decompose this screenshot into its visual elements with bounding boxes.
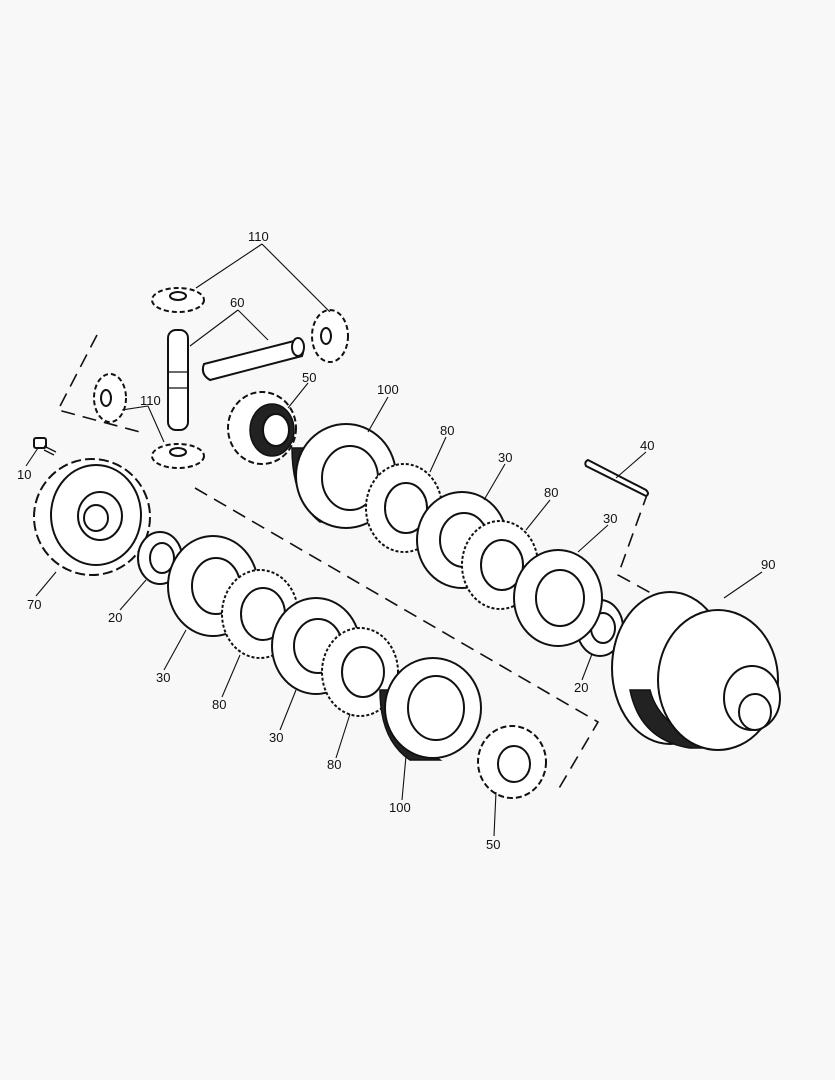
side-gear-50-lower [477, 725, 547, 799]
callout-100-lower: 100 [389, 800, 411, 815]
callout-70: 70 [27, 597, 41, 612]
callout-80-upper-2: 80 [544, 485, 558, 500]
callout-60: 60 [230, 295, 244, 310]
plate-30-upper-2 [513, 549, 603, 647]
callout-40: 40 [640, 438, 654, 453]
callout-20-left: 20 [108, 610, 122, 625]
callout-80-lower-2: 80 [327, 757, 341, 772]
housing-gear-70 [33, 458, 151, 576]
callout-50-upper: 50 [302, 370, 316, 385]
differential-case-90 [611, 591, 781, 751]
assembly-boundary-right [617, 491, 661, 599]
callout-110-left: 110 [140, 393, 161, 408]
assembly-boundary-upper [56, 334, 141, 433]
callout-80-lower-1: 80 [212, 697, 226, 712]
pinion-gear-110-bottom [151, 443, 205, 469]
side-gear-50-upper [227, 391, 297, 465]
callout-20-right: 20 [574, 680, 588, 695]
callout-30-lower-1: 30 [156, 670, 170, 685]
cross-shaft-60-horizontal [201, 337, 305, 382]
pinion-gear-110-left [93, 373, 127, 423]
callout-90: 90 [761, 557, 775, 572]
pinion-gear-110-right [311, 309, 349, 363]
callout-110-top: 110 [248, 229, 269, 244]
callout-80-upper-1: 80 [440, 423, 454, 438]
disc-80-lower-2 [321, 627, 399, 717]
callout-100-upper: 100 [377, 382, 399, 397]
pinion-gear-110-top [151, 287, 205, 313]
bolt-10 [33, 437, 57, 456]
leader-lines [25, 243, 763, 837]
callout-30-upper-1: 30 [498, 450, 512, 465]
callout-10: 10 [17, 467, 31, 482]
cross-shaft-60-vertical [167, 329, 189, 431]
pressure-ring-100-lower [379, 657, 482, 761]
callout-30-upper-2: 30 [603, 511, 617, 526]
callout-50-lower: 50 [486, 837, 500, 852]
callout-30-lower-2: 30 [269, 730, 283, 745]
assembly-boundary-lower [194, 487, 600, 791]
